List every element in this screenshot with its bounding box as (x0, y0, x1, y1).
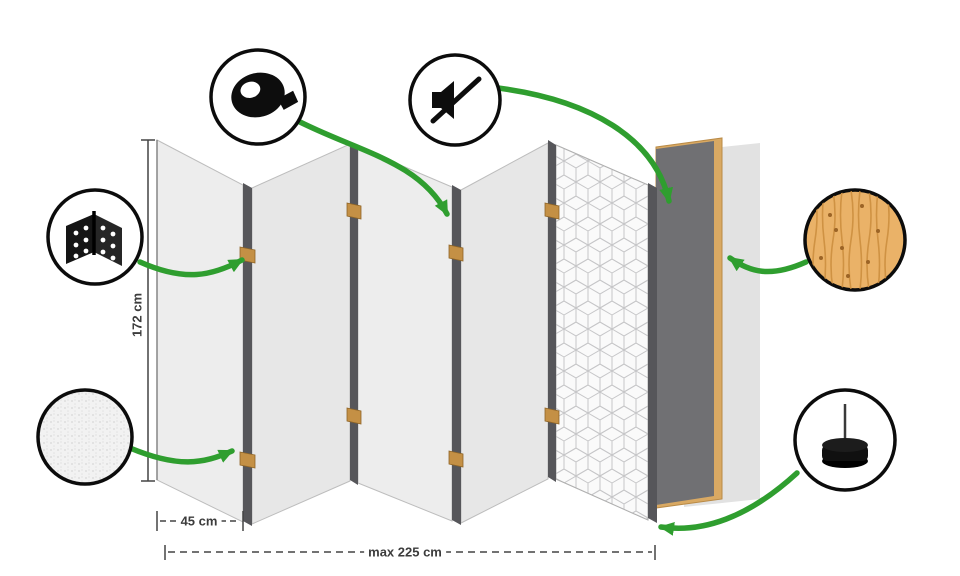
height-dimension-label: 172 cm (129, 288, 145, 342)
fabric-texture-icon (36, 388, 134, 486)
panel-edge (548, 140, 556, 482)
panel-edge (350, 142, 358, 485)
badge-texture (36, 388, 134, 486)
panel-edge (243, 183, 252, 526)
feature-badges (36, 48, 907, 492)
badge-hinge (46, 188, 144, 286)
panel-edge (452, 185, 461, 525)
hinge-icon (66, 211, 122, 266)
arrow-tape-to-hinge (297, 119, 450, 217)
arrow-texture-to-panel (127, 445, 235, 465)
badge-foot (793, 388, 897, 492)
pattern-panel (555, 144, 657, 523)
folding-screen (156, 137, 760, 526)
panel-2 (251, 143, 351, 525)
framed-dark-panel (655, 137, 723, 509)
badge-wood (803, 188, 907, 292)
arrow-foot-to-base (658, 470, 800, 536)
panel-1 (156, 139, 244, 523)
callout-arrows (127, 85, 809, 536)
dark-panel-face (656, 141, 714, 505)
stand-foot-icon (822, 404, 868, 468)
badge-tape (209, 48, 307, 146)
arrow-wood-to-frame (727, 255, 809, 275)
max-width-dimension-label: max 225 cm (364, 544, 446, 560)
panel-width-dimension-label: 45 cm (176, 513, 222, 529)
arrow-mute-to-panel (495, 85, 674, 204)
mute-icon (430, 76, 482, 124)
panel-edge (648, 183, 657, 523)
adhesive-tape-icon (231, 72, 299, 118)
badge-mute (408, 53, 502, 147)
arrow-hinge-to-fold (137, 257, 245, 278)
panel-4 (460, 142, 549, 524)
